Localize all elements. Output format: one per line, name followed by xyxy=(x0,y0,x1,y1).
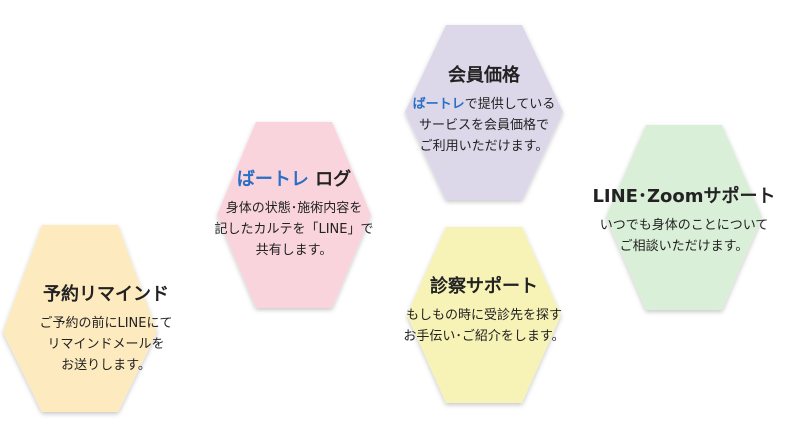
card-price-title: 会員価格 xyxy=(448,65,520,86)
card-log: ばートレ ログ 身体の状態･施術内容を 記したカルテを「LINE」で 共有します… xyxy=(194,168,394,261)
card-line-zoom-title: LINE･Zoomサポート xyxy=(592,186,776,207)
card-reminder-line-2: リマインドメールを xyxy=(47,337,165,352)
card-price-line-3: ご利用いただけます。 xyxy=(419,139,549,154)
card-diagnosis-line-1: もしもの時に受診先を探す xyxy=(405,308,562,323)
card-line-zoom: LINE･Zoomサポート いつでも身体のことについて ご相談いただけます。 xyxy=(584,185,784,257)
card-log-title-brand: ばートレ xyxy=(236,169,309,190)
hexagon-line-zoom xyxy=(606,125,762,310)
card-price-line-1-rest: で提供している xyxy=(464,97,556,112)
hexagon-price xyxy=(405,25,563,200)
card-price: 会員価格 ばートレで提供している サービスを会員価格で ご利用いただけます。 xyxy=(384,64,584,157)
card-reminder: 予約リマインド ご予約の前にLINEにて リマインドメールを お送りします。 xyxy=(6,283,206,376)
card-price-line-1: ばートレで提供している xyxy=(384,94,584,115)
card-line-zoom-line-1: いつでも身体のことについて xyxy=(599,218,769,233)
card-line-zoom-line-2: ご相談いただけます。 xyxy=(619,239,749,254)
card-reminder-title: 予約リマインド xyxy=(43,284,169,305)
card-log-title: ばートレ ログ xyxy=(194,168,394,192)
card-log-line-1: 身体の状態･施術内容を xyxy=(225,201,363,216)
card-log-title-rest: ログ xyxy=(308,169,352,190)
card-reminder-line-1: ご予約の前にLINEにて xyxy=(39,316,173,331)
card-reminder-line-3: お送りします。 xyxy=(61,358,151,373)
hexagon-diagnosis xyxy=(407,227,561,403)
card-diagnosis: 診察サポート もしもの時に受診先を探す お手伝い･ご紹介をします。 xyxy=(384,275,584,347)
card-price-line-1-brand: ばートレ xyxy=(412,97,465,112)
hexagon-log xyxy=(217,122,371,308)
card-log-line-3: 共有します。 xyxy=(255,243,333,258)
card-diagnosis-line-2: お手伝い･ご紹介をします。 xyxy=(403,329,565,344)
card-price-line-2: サービスを会員価格で xyxy=(418,118,549,133)
card-diagnosis-title: 診察サポート xyxy=(430,276,538,297)
card-log-line-2: 記したカルテを「LINE」で xyxy=(214,222,374,237)
hexagon-reminder xyxy=(3,225,157,412)
